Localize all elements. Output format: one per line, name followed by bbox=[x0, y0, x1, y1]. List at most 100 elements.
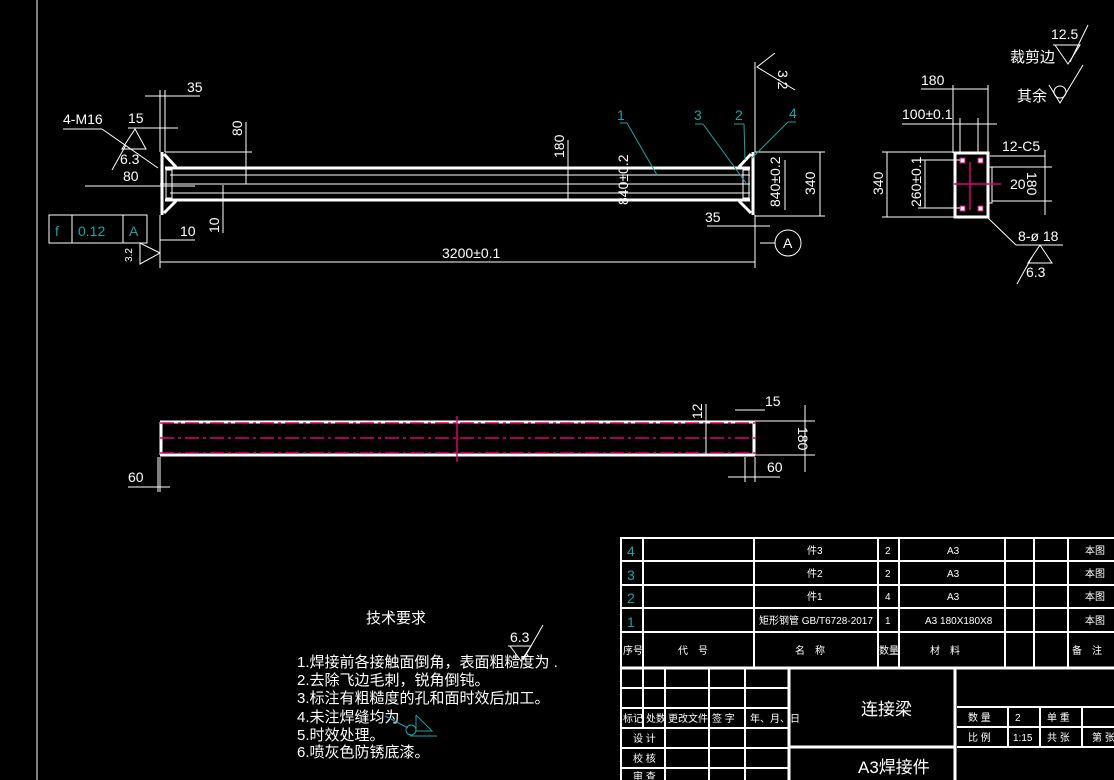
part-name: 件2 bbox=[807, 568, 823, 580]
top-dim-60-left: 60 bbox=[128, 469, 144, 485]
rev-header-file: 更改文件 bbox=[668, 712, 708, 725]
tech-item-2: 2.去除飞边毛刺，锐角倒钝。 bbox=[297, 672, 490, 689]
top-view: 12 15 180 60 60 bbox=[128, 393, 815, 492]
parts-row: 1 矩形钢管 GB/T6728-2017 1 A3 180X180X8 本图 bbox=[627, 614, 1105, 630]
rev-header-date: 年、月、日 bbox=[750, 712, 800, 725]
parts-row: 2 件1 4 A3 本图 bbox=[627, 590, 1105, 606]
tech-roughness: 6.3 bbox=[510, 629, 530, 645]
title-block: 标记 处数 更改文件 签 字 年、月、日 设 计 校 核 审 查 连接梁 A3焊… bbox=[620, 668, 1114, 780]
tech-title: 技术要求 bbox=[366, 610, 426, 627]
header-qty: 数量 bbox=[879, 644, 899, 657]
scale-label: 比 例 bbox=[968, 731, 991, 744]
rev-header-sign: 签 字 bbox=[712, 712, 735, 725]
tech-item-1: 1.焊接前各接触面倒角，表面粗糙度为 . bbox=[297, 654, 558, 671]
tolerance-value: 0.12 bbox=[78, 223, 105, 239]
role-design: 设 计 bbox=[633, 732, 656, 745]
balloon-2: 2 bbox=[735, 107, 743, 123]
balloon-1: 1 bbox=[617, 107, 625, 123]
sheets-label: 共 张 bbox=[1047, 732, 1070, 744]
part-no: 1 bbox=[627, 614, 635, 630]
part-remark: 本图 bbox=[1085, 614, 1105, 627]
dim-80-vertical: 80 bbox=[229, 120, 245, 136]
side-dim-180-vertical: 180 bbox=[1024, 172, 1040, 196]
part-material: A3 180X180X8 bbox=[925, 616, 993, 627]
dim-10: 10 bbox=[180, 223, 196, 239]
dim-3200: 3200±0.1 bbox=[442, 245, 501, 261]
chamfer-callout: 12-C5 bbox=[1002, 138, 1040, 154]
header-name: 名 称 bbox=[795, 644, 825, 657]
dim-35-right: 35 bbox=[705, 209, 721, 225]
top-dim-180: 180 bbox=[795, 427, 811, 451]
rev-header-mark: 标记 bbox=[623, 713, 643, 725]
sheet-label: 第 张 bbox=[1092, 731, 1114, 744]
header-no: 序号 bbox=[623, 644, 643, 657]
side-dim-340: 340 bbox=[870, 171, 886, 195]
parts-header: 序号 代 号 名 称 数量 材 料 备 注 bbox=[623, 644, 1102, 657]
part-qty: 1 bbox=[885, 616, 891, 627]
tech-item-3: 3.标注有粗糙度的孔和面时效后加工。 bbox=[297, 690, 550, 707]
roughness-6-3: 6.3 bbox=[120, 151, 140, 167]
weld-symbol-icon bbox=[384, 714, 437, 737]
part-remark: 本图 bbox=[1085, 590, 1105, 603]
part-qty: 2 bbox=[885, 569, 891, 580]
balloon-4: 4 bbox=[789, 105, 797, 121]
parts-list: 4 件3 2 A3 本图 3 件2 2 A3 本图 2 件1 4 A3 本图 1… bbox=[620, 537, 1114, 780]
side-dim-180: 180 bbox=[921, 72, 945, 88]
side-dim-20: 20 bbox=[1010, 176, 1026, 192]
part-material: A3 bbox=[947, 592, 960, 603]
part-name: 件1 bbox=[807, 591, 823, 603]
part-remark: 本图 bbox=[1085, 544, 1105, 557]
roughness-symbol bbox=[121, 128, 147, 150]
part-material: A3 bbox=[947, 546, 960, 557]
side-dim-100: 100±0.1 bbox=[902, 106, 953, 122]
part-no: 3 bbox=[627, 567, 635, 583]
dim-180: 180 bbox=[551, 134, 567, 158]
header-code: 代 号 bbox=[678, 645, 708, 657]
roughness-3-2: 3.2 bbox=[775, 70, 791, 90]
drawing-name: 连接梁 bbox=[861, 700, 912, 719]
qty-value: 2 bbox=[1015, 713, 1021, 724]
geometric-tolerance-frame bbox=[48, 214, 148, 244]
part-name: 件3 bbox=[807, 545, 823, 557]
thread-callout: 4-M16 bbox=[63, 111, 103, 127]
tolerance-symbol: f bbox=[55, 223, 59, 239]
front-view: 3200±0.1 35 15 80 80 10 10 180 840±0.2 3… bbox=[48, 52, 825, 268]
side-dim-260: 260±0.1 bbox=[908, 156, 924, 207]
side-view: 180 100±0.1 12-C5 20 180 340 260±0.1 8-ø… bbox=[870, 24, 1089, 285]
tech-item-5: 5.时效处理。 bbox=[297, 727, 385, 744]
tech-item-6: 6.喷灰色防锈底漆。 bbox=[297, 744, 430, 761]
header-remark: 备 注 bbox=[1072, 644, 1102, 657]
part-name: 矩形钢管 GB/T6728-2017 bbox=[759, 614, 873, 627]
weight-label: 单 重 bbox=[1047, 711, 1070, 724]
rev-header-count: 处数 bbox=[646, 712, 666, 725]
top-dim-12: 12 bbox=[689, 403, 705, 419]
balloon-3: 3 bbox=[694, 107, 702, 123]
dim-340: 340 bbox=[802, 171, 818, 195]
qty-label: 数 量 bbox=[968, 711, 991, 724]
parts-row: 4 件3 2 A3 本图 bbox=[627, 543, 1105, 559]
rest-label: 其余 bbox=[1017, 87, 1047, 105]
dim-15: 15 bbox=[128, 110, 144, 126]
scale-value: 1:15 bbox=[1013, 733, 1033, 744]
part-material: A3 bbox=[947, 569, 960, 580]
role-review: 审 查 bbox=[633, 770, 656, 780]
tolerance-datum: A bbox=[129, 223, 139, 239]
part-qty: 4 bbox=[885, 592, 891, 603]
dim-840-left: 840±0.2 bbox=[615, 154, 631, 205]
part-no: 4 bbox=[627, 543, 635, 559]
top-dim-15: 15 bbox=[765, 393, 781, 409]
part-qty: 2 bbox=[885, 546, 891, 557]
datum-label: A bbox=[783, 235, 793, 251]
roughness-3-2-left: 3.2 bbox=[124, 248, 135, 262]
trim-edge-roughness: 12.5 bbox=[1051, 26, 1078, 42]
dim-35-top: 35 bbox=[187, 79, 203, 95]
dim-80: 80 bbox=[123, 168, 139, 184]
header-material: 材 料 bbox=[930, 644, 960, 657]
dim-840-right: 840±0.2 bbox=[767, 156, 783, 207]
trim-edge-label: 裁剪边 bbox=[1010, 49, 1055, 66]
role-check: 校 核 bbox=[633, 752, 656, 765]
tech-item-4: 4.未注焊缝均为 bbox=[297, 709, 400, 726]
side-roughness: 6.3 bbox=[1026, 264, 1046, 280]
technical-requirements: 技术要求 6.3 1.焊接前各接触面倒角，表面粗糙度为 . 2.去除飞边毛刺，锐… bbox=[297, 610, 558, 761]
